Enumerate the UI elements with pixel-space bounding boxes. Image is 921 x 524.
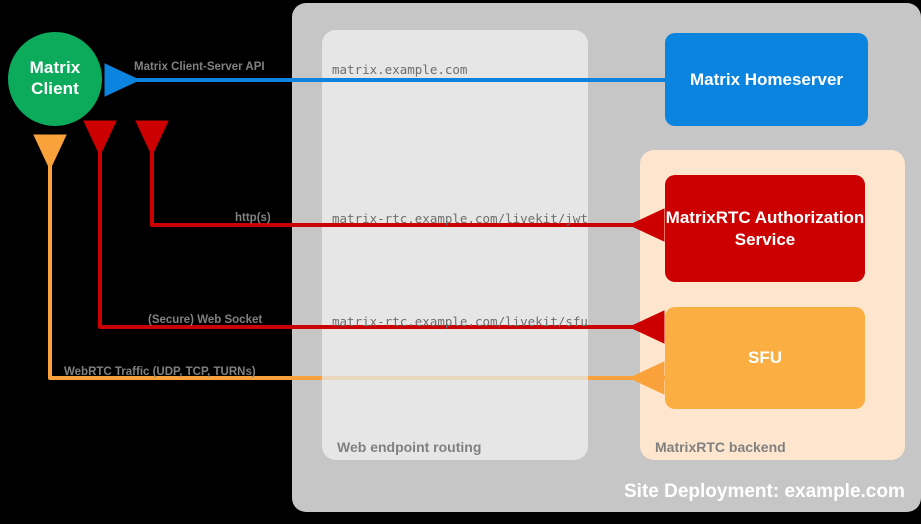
- edge-label-client-server-api: Matrix Client-Server API: [134, 61, 265, 73]
- node-matrixrtc-authorization-service-label: MatrixRTC Authorization Service: [665, 207, 865, 249]
- caption-site-deployment: Site Deployment: example.com: [624, 481, 905, 502]
- node-matrix-client[interactable]: Matrix Client: [8, 32, 102, 126]
- edge-label-https: http(s): [235, 212, 271, 224]
- edge-https-return: [135, 120, 169, 227]
- routing-box-overlay: [322, 30, 588, 460]
- node-matrix-client-line2: Client: [31, 79, 79, 98]
- caption-web-endpoint-routing: Web endpoint routing: [337, 439, 482, 455]
- edge-label-webrtc: WebRTC Traffic (UDP, TCP, TURNs): [64, 366, 256, 378]
- node-sfu[interactable]: SFU: [665, 307, 865, 409]
- node-matrix-homeserver[interactable]: Matrix Homeserver: [665, 33, 868, 126]
- caption-matrixrtc-backend: MatrixRTC backend: [655, 439, 786, 455]
- node-matrixrtc-authorization-service[interactable]: MatrixRTC Authorization Service: [665, 175, 865, 282]
- node-matrix-homeserver-label: Matrix Homeserver: [689, 69, 844, 89]
- endpoint-label-matrix: matrix.example.com: [332, 62, 468, 77]
- endpoint-label-jwt: matrix-rtc.example.com/livekit/jwt: [332, 211, 588, 226]
- node-matrix-client-line1: Matrix: [29, 58, 81, 78]
- node-sfu-label: SFU: [748, 348, 782, 368]
- edge-websocket-return: [83, 120, 117, 329]
- edge-webrtc: [33, 134, 863, 380]
- edge-label-websocket: (Secure) Web Socket: [148, 314, 263, 326]
- endpoint-label-sfu: matrix-rtc.example.com/livekit/sfu: [332, 314, 588, 329]
